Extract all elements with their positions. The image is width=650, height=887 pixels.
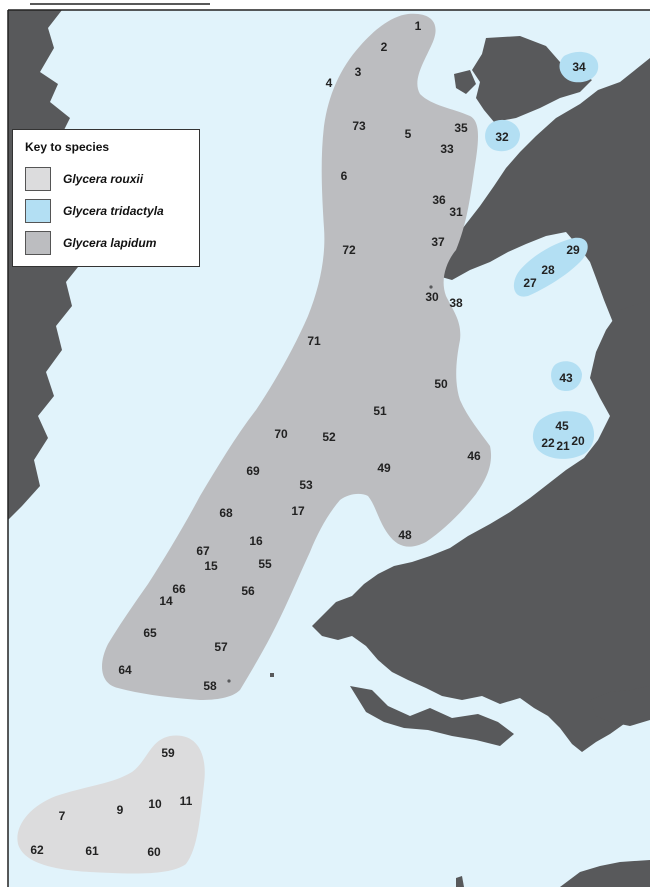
zone-tridactyla-27-29 [513, 237, 588, 297]
station-label: 14 [159, 594, 173, 608]
station-label: 65 [143, 626, 157, 640]
station-label: 69 [246, 464, 260, 478]
land-pembroke [350, 686, 514, 746]
station-label: 52 [322, 430, 336, 444]
station-label: 15 [204, 559, 218, 573]
station-label: 64 [118, 663, 132, 677]
station-label: 32 [495, 130, 509, 144]
station-label: 4 [326, 76, 333, 90]
station-label: 37 [431, 235, 445, 249]
station-label: 55 [258, 557, 272, 571]
legend: Key to species Glycera rouxii Glycera tr… [12, 129, 200, 267]
land-islet [270, 673, 274, 677]
station-label: 10 [148, 797, 162, 811]
station-label: 73 [352, 119, 366, 133]
zone-tridactyla-20-22 [532, 411, 595, 459]
zone-tridactyla-32 [485, 119, 520, 152]
zone-tridactyla-43 [551, 361, 582, 392]
station-label: 27 [523, 276, 537, 290]
station-label: 53 [299, 478, 313, 492]
station-label: 28 [541, 263, 555, 277]
zone-tridactyla-34 [559, 51, 599, 83]
station-label: 3 [355, 65, 362, 79]
legend-swatch-tridactyla [25, 199, 51, 223]
legend-item-lapidum: Glycera lapidum [25, 231, 195, 255]
land-holy-island [454, 70, 476, 94]
zone-glycera-rouxii [17, 735, 205, 874]
station-label: 20 [571, 434, 585, 448]
station-label: 57 [214, 640, 228, 654]
station-label: 29 [566, 243, 580, 257]
station-label: 11 [180, 794, 193, 808]
station-label: 72 [342, 243, 356, 257]
station-label: 6 [341, 169, 348, 183]
legend-label-lapidum: Glycera lapidum [63, 236, 157, 250]
islet-dot [227, 679, 231, 683]
station-label: 2 [381, 40, 388, 54]
legend-swatch-rouxii [25, 167, 51, 191]
station-label: 33 [440, 142, 454, 156]
legend-item-rouxii: Glycera rouxii [25, 167, 195, 191]
land-south-bottom [560, 860, 650, 887]
legend-label-tridactyla: Glycera tridactyla [63, 204, 164, 218]
station-label: 7 [59, 809, 66, 823]
land-gower [590, 686, 650, 726]
zone-glycera-lapidum [102, 13, 492, 700]
station-label: 30 [425, 290, 439, 304]
land-islet-2 [456, 876, 464, 887]
station-label: 16 [249, 534, 263, 548]
station-label: 49 [377, 461, 391, 475]
islet-dot [429, 285, 433, 289]
station-label: 48 [398, 528, 412, 542]
station-label: 71 [307, 334, 321, 348]
legend-item-tridactyla: Glycera tridactyla [25, 199, 195, 223]
station-label: 50 [434, 377, 448, 391]
legend-swatch-lapidum [25, 231, 51, 255]
station-label: 5 [405, 127, 412, 141]
station-label: 62 [30, 843, 44, 857]
station-label: 35 [454, 121, 468, 135]
station-label: 38 [449, 296, 463, 310]
land-anglesey [472, 36, 592, 122]
station-label: 22 [541, 436, 555, 450]
land-wales-west [312, 300, 650, 752]
legend-label-rouxii: Glycera rouxii [63, 172, 144, 186]
station-label: 34 [572, 60, 586, 74]
legend-title: Key to species [25, 140, 110, 154]
station-label: 43 [559, 371, 573, 385]
station-label: 70 [274, 427, 288, 441]
station-label: 60 [147, 845, 161, 859]
station-label: 31 [449, 205, 463, 219]
station-label: 61 [85, 844, 99, 858]
station-label: 9 [117, 803, 124, 817]
station-label: 21 [556, 439, 570, 453]
station-label: 59 [161, 746, 175, 760]
station-label: 51 [373, 404, 387, 418]
station-label: 46 [467, 449, 481, 463]
station-label: 45 [555, 419, 569, 433]
station-label: 68 [219, 506, 233, 520]
land-wales-north [438, 58, 650, 340]
station-label: 1 [415, 19, 422, 33]
station-label: 66 [172, 582, 186, 596]
station-label: 36 [432, 193, 446, 207]
station-label: 58 [203, 679, 217, 693]
station-label: 17 [291, 504, 305, 518]
station-label: 56 [241, 584, 255, 598]
station-label: 67 [196, 544, 210, 558]
